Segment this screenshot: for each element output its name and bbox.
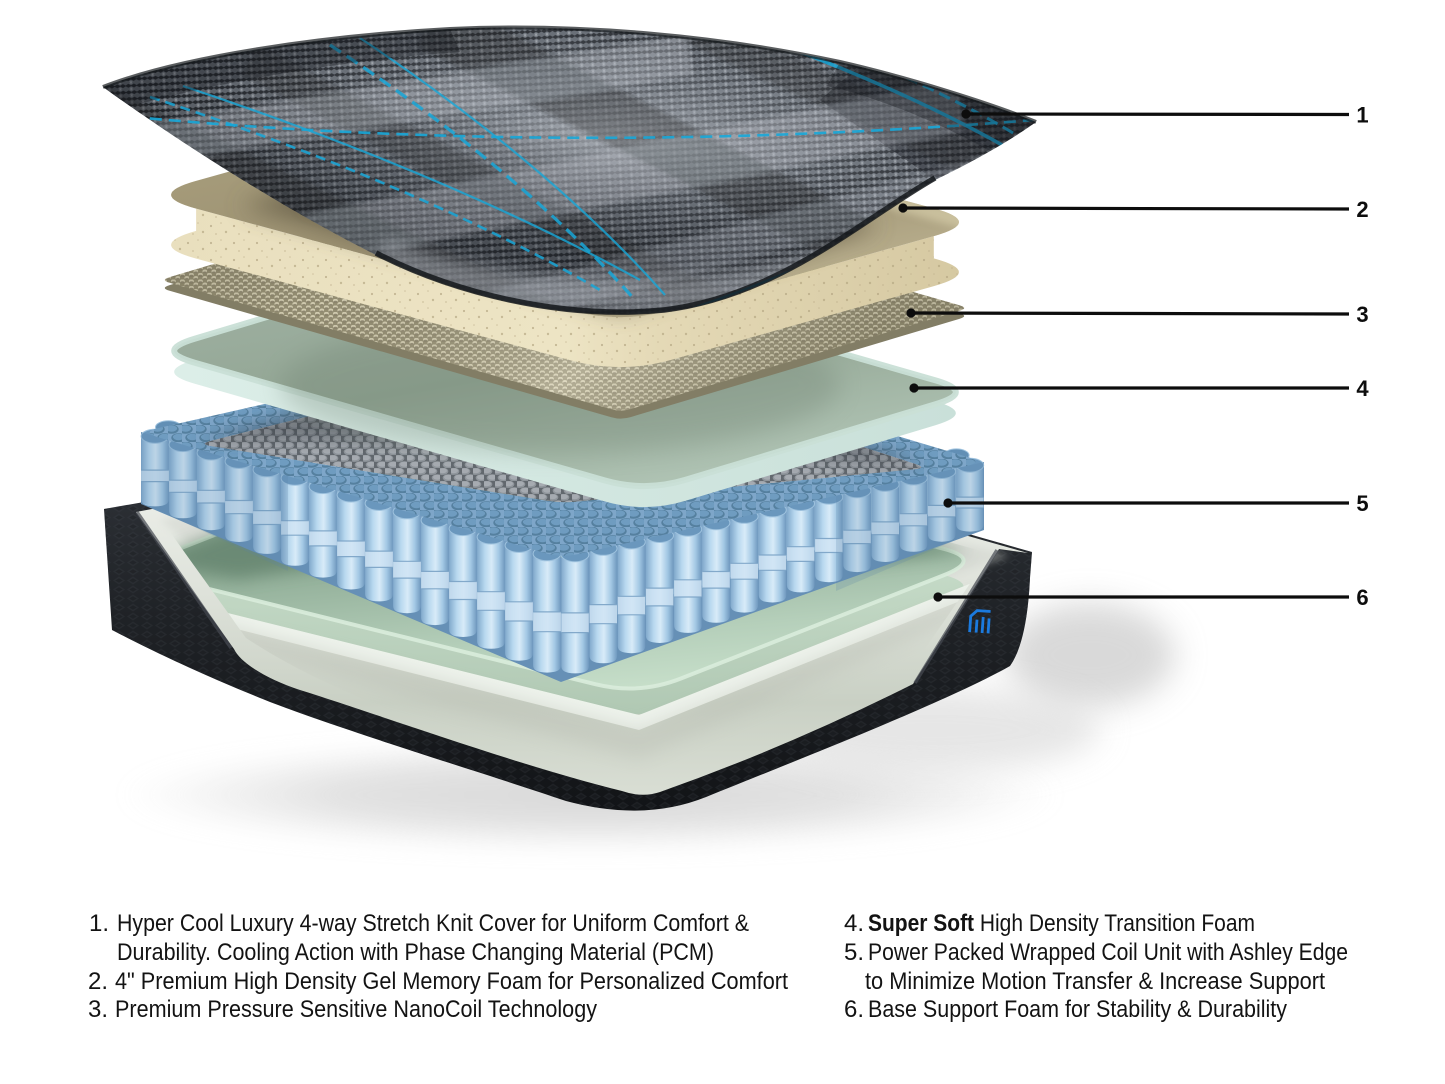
- svg-text:2: 2: [1356, 197, 1368, 222]
- svg-text:3: 3: [1356, 302, 1368, 327]
- svg-text:5: 5: [1356, 491, 1368, 516]
- svg-text:4: 4: [1356, 376, 1369, 401]
- svg-text:1: 1: [1356, 102, 1368, 127]
- svg-text:6: 6: [1356, 585, 1368, 610]
